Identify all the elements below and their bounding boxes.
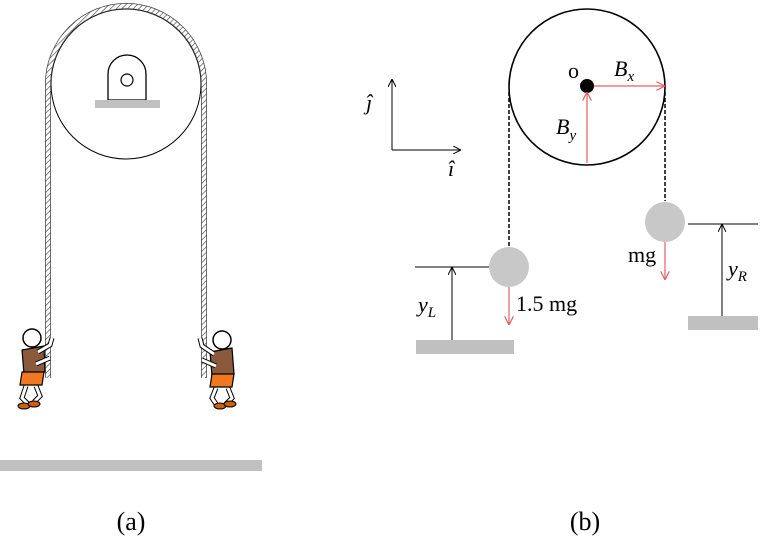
j-hat-label: ĵ — [363, 90, 374, 115]
caption-b: (b) — [570, 507, 600, 536]
left-mass — [489, 247, 529, 287]
yl-label: yL — [416, 292, 436, 321]
pulley-center — [580, 79, 594, 93]
ground-left-b — [416, 340, 514, 354]
axle-bracket — [95, 54, 160, 108]
unit-axes: ĵ î — [363, 80, 460, 181]
right-mass — [645, 202, 685, 242]
panel-a: (a) — [0, 3, 262, 536]
ground-right-b — [688, 316, 758, 330]
by-label: By — [556, 114, 576, 144]
person-left-icon — [17, 328, 55, 410]
person-right-icon — [197, 330, 237, 410]
pulley-center-label: o — [568, 58, 579, 83]
caption-a: (a) — [117, 507, 146, 536]
right-weight-label: mg — [628, 242, 656, 267]
i-hat-label: î — [448, 156, 456, 181]
yr-label: yR — [726, 256, 747, 285]
left-weight-label: 1.5 mg — [516, 291, 577, 316]
bx-label: Bx — [614, 56, 634, 85]
ground-a — [0, 460, 262, 471]
panel-b: ĵ î o Bx By 1.5 mg yL — [363, 8, 758, 536]
